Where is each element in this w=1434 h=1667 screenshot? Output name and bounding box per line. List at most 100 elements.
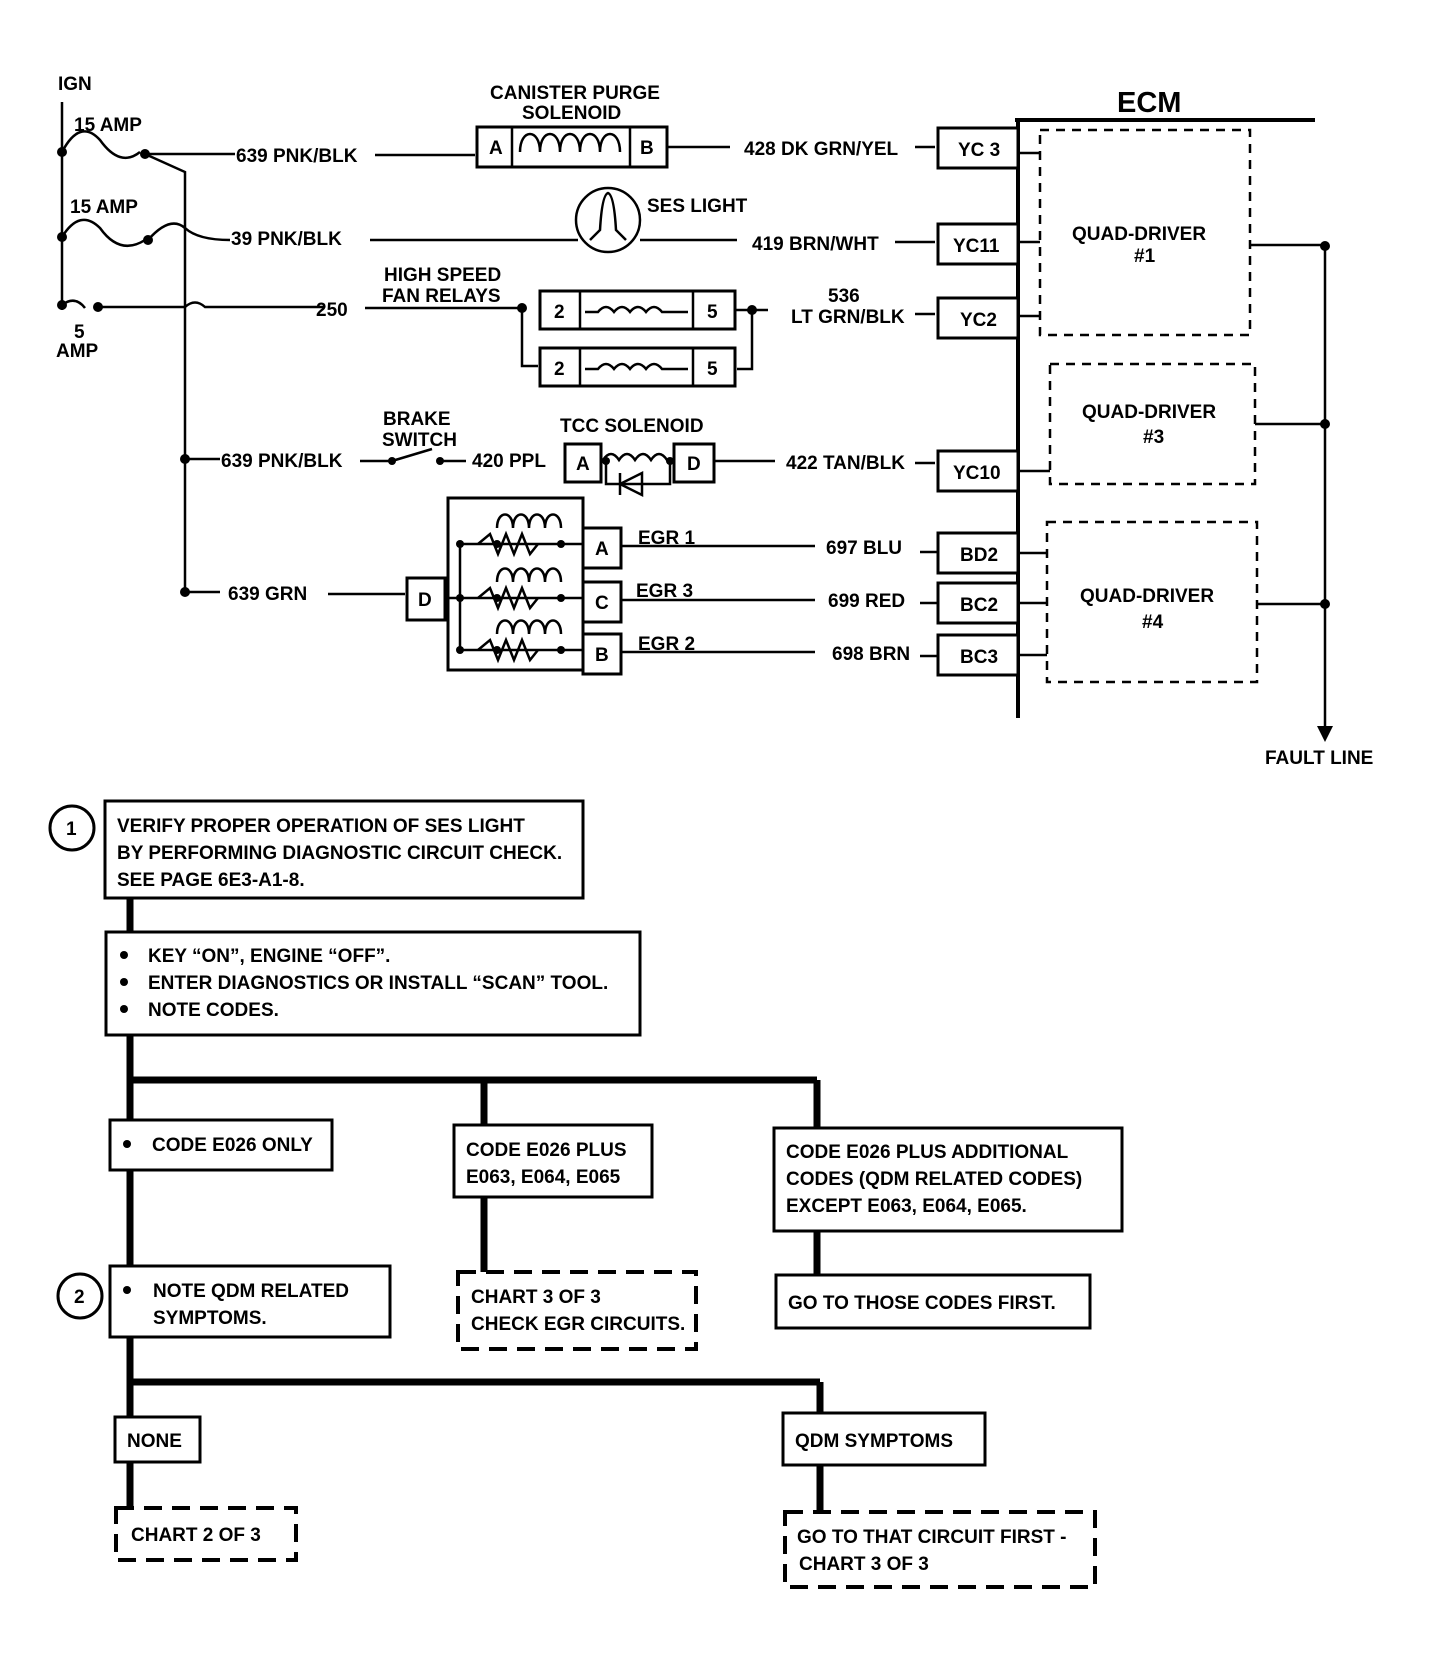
wire-639-grn-label: 639 GRN [228,584,307,605]
egr-coil-1 [456,513,565,558]
goto-circuit-line-2: CHART 3 OF 3 [799,1554,929,1575]
none-text: NONE [127,1431,182,1452]
connector-yc10 [936,449,1020,493]
fan-relay-2-pin-5: 5 [707,359,718,380]
connector-bc2-label: BC2 [960,595,998,616]
wire-node [1320,599,1330,609]
bullet-icon [120,951,128,959]
egr3-label: EGR 3 [636,581,693,602]
bullet-icon [120,978,128,986]
brake-switch [391,447,433,463]
connector-yc2 [936,296,1020,340]
fuse-15a-2 [60,218,146,248]
egr-pin-a: A [595,539,609,560]
goto-circuit-box[interactable] [783,1510,1097,1589]
coil-icon [518,132,622,153]
wire-697-label: 697 BLU [826,538,902,559]
wire-419-label: 419 BRN/WHT [752,234,879,255]
wire-698-label: 698 BRN [832,644,910,665]
wire-428-label: 428 DK GRN/YEL [744,139,899,160]
wire-422-label: 422 TAN/BLK [786,453,905,474]
verify-line-3: SEE PAGE 6E3-A1-8. [117,870,305,891]
brake-switch-label-1: BRAKE [383,409,451,430]
wire-699-label: 699 RED [828,591,905,612]
verify-line-1: VERIFY PROPER OPERATION OF SES LIGHT [117,816,525,837]
connector-yc2-label: YC2 [960,310,997,331]
connector-yc11 [936,222,1020,266]
egr-coil-3 [456,567,565,612]
chart-3-line-1: CHART 3 OF 3 [471,1287,601,1308]
tcc-solenoid-label: TCC SOLENOID [560,416,704,437]
fan-relay-label-2: FAN RELAYS [382,286,501,307]
code-e026-plus-line-2: E063, E064, E065 [466,1167,621,1188]
key-on-text: KEY “ON”, ENGINE “OFF”. [148,946,390,967]
goto-codes-box [774,1273,1092,1330]
wire-39-label: 39 PNK/BLK [231,229,342,250]
qdm-symptoms-text: QDM SYMPTOMS [795,1431,953,1452]
wire [520,308,538,368]
connector-bd2-label: BD2 [960,545,998,566]
code-e026-only-box [108,1118,334,1172]
chart-3-of-3-box[interactable] [456,1270,698,1351]
egr2-label: EGR 2 [638,634,695,655]
fault-line-label: FAULT LINE [1265,748,1373,769]
step-2-number: 2 [74,1287,85,1308]
fan-relay-1-pin-5: 5 [707,302,718,323]
code-e026-plus-line-1: CODE E026 PLUS [466,1140,627,1161]
egr-pin-d: D [418,590,432,611]
canister-label-1: CANISTER PURGE [490,83,660,104]
bullet-icon [123,1140,131,1148]
chart-3-line-2: CHECK EGR CIRCUITS. [471,1314,685,1335]
tcc-coil-icon [601,452,674,463]
egr-pin-c: C [595,593,609,614]
verify-line-2: BY PERFORMING DIAGNOSTIC CIRCUIT CHECK. [117,843,562,864]
lamp-filament-icon [589,191,627,241]
key-on-box [104,930,642,1037]
note-qdm-line-2: SYMPTOMS. [153,1308,267,1329]
code-additional-line-3: EXCEPT E063, E064, E065. [786,1196,1027,1217]
note-qdm-box [108,1264,392,1339]
tcc-pin-a: A [576,454,590,475]
fuse-15a-1 [60,130,141,160]
quad-driver-1 [1038,128,1252,337]
tcc-connector-d [672,442,716,484]
code-e026-only-text: CODE E026 ONLY [152,1135,313,1156]
fuse-5a-num: 5 [74,322,85,343]
connector-yc10-label: YC10 [953,463,1001,484]
note-qdm-line-1: NOTE QDM RELATED [153,1281,349,1302]
fuse-node [57,147,67,157]
quad-driver-1-label: QUAD-DRIVER [1072,224,1206,245]
goto-circuit-line-1: GO TO THAT CIRCUIT FIRST - [797,1527,1067,1548]
code-additional-line-2: CODES (QDM RELATED CODES) [786,1169,1082,1190]
canister-pin-b: B [640,138,654,159]
wire-250-a [98,301,325,309]
ecm-label: ECM [1117,87,1181,119]
wire-node [602,457,610,465]
ign-label: IGN [58,74,92,95]
step-1-number: 1 [66,819,77,840]
egr-valve-assembly [446,496,585,672]
egr-pin-box-a [581,526,623,570]
chart-2-of-3-box[interactable] [114,1506,298,1562]
fuse-15a-label-1: 15 AMP [74,115,142,136]
step-1-marker [48,804,96,852]
code-e026-plus-box [452,1123,654,1199]
quad-driver-1-num: #1 [1134,246,1156,267]
wire-250-label: 250 [316,300,348,321]
quad-driver-3 [1048,362,1257,486]
enter-diagnostics-text: ENTER DIAGNOSTICS OR INSTALL “SCAN” TOOL… [148,973,608,994]
quad-driver-3-label: QUAD-DRIVER [1082,402,1216,423]
fuse-node [57,300,67,310]
wire [735,308,754,371]
arrow-down-icon [1317,726,1333,742]
connector-yc3-label: YC 3 [958,140,1000,161]
connector-yc3 [936,126,1020,170]
egr-pin-box-b [581,632,623,676]
fuse-5a-unit: AMP [56,341,99,362]
feed-bus [144,152,187,592]
wiring-schematic: IGN 15 AMP 15 AMP 5 AMP 639 PNK/BLK CANI… [56,74,1373,769]
code-e026-additional-box [772,1126,1124,1233]
fan-relay-2-pin-2: 2 [554,359,565,380]
wire-node [1320,241,1330,251]
